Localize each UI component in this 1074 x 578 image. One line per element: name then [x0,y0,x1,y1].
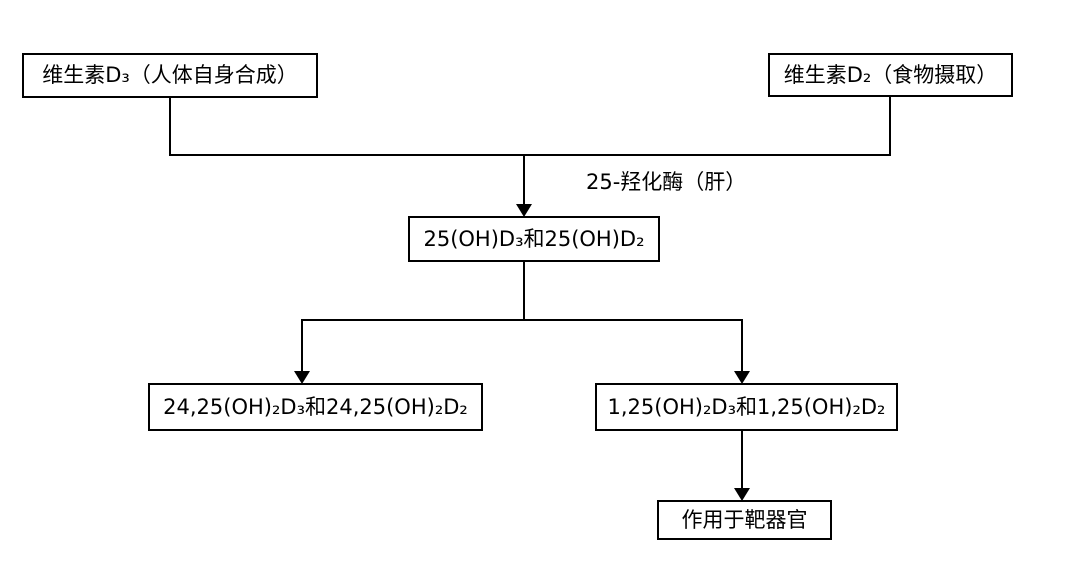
node-target-organ: 作用于靶器官 [657,500,832,540]
node-125ohd-label: 1,25(OH)₂D₃和1,25(OH)₂D₂ [607,394,886,419]
node-25ohd-label: 25(OH)D₃和25(OH)D₂ [423,226,645,251]
node-vitamin-d2-label: 维生素D₂（食物摄取） [783,62,998,87]
node-2425ohd: 24,25(OH)₂D₃和24,25(OH)₂D₂ [148,383,483,431]
node-target-organ-label: 作用于靶器官 [681,507,808,532]
connector-25oh-down [523,262,525,320]
down-arrowhead-icon [734,488,750,501]
node-2425ohd-label: 24,25(OH)₂D₃和24,25(OH)₂D₂ [163,394,468,419]
node-125ohd: 1,25(OH)₂D₃和1,25(OH)₂D₂ [595,383,898,431]
connector-125oh-to-target [741,431,743,488]
edge-label-hydroxylase-liver: 25-羟化酶（肝） [586,170,747,194]
down-arrowhead-icon [294,371,310,384]
down-arrowhead-icon [516,204,532,217]
node-25ohd: 25(OH)D₃和25(OH)D₂ [408,216,660,262]
connector-d2-down [889,97,891,156]
down-arrowhead-icon [734,371,750,384]
node-vitamin-d3-label: 维生素D₃（人体自身合成） [42,63,298,87]
connector-merge-to-25oh [523,156,525,204]
connector-split-right-down [741,319,743,371]
node-vitamin-d3: 维生素D₃（人体自身合成） [22,53,318,98]
node-vitamin-d2: 维生素D₂（食物摄取） [768,53,1013,97]
connector-merge-horizontal [169,154,891,156]
connector-split-left-down [301,319,303,371]
connector-split-horizontal [301,319,743,321]
connector-d3-down [169,98,171,156]
